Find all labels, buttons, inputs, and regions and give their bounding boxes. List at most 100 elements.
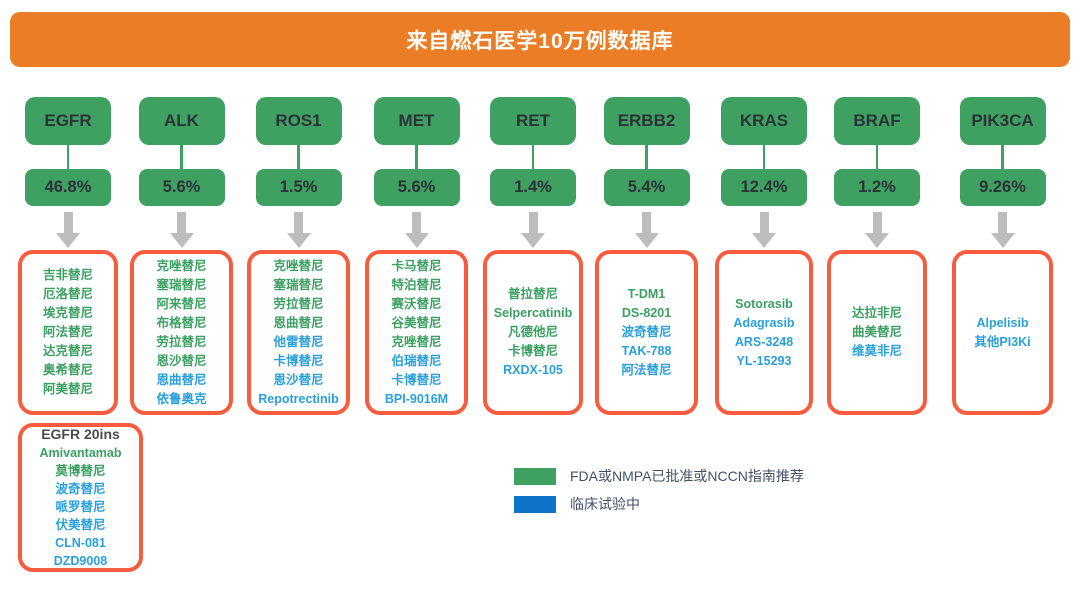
drug-name: 特泊替尼 [391,277,442,292]
legend-label-approved: FDA或NMPA已批准或NCCN指南推荐 [570,468,804,484]
gene-box: EGFR [25,97,111,145]
drug-name: 伯瑞替尼 [391,353,442,368]
drug-name: 劳拉替尼 [273,296,324,311]
egfr-20ins-title: EGFR 20ins [41,426,120,442]
legend: FDA或NMPA已批准或NCCN指南推荐 临床试验中 [514,468,804,524]
drug-name: 恩曲替尼 [156,372,207,387]
drug-name: 谷美替尼 [391,315,442,330]
drug-name: TAK-788 [621,344,672,358]
drug-name: 伏美替尼 [55,518,106,532]
drug-name: 克唑替尼 [273,258,324,273]
drug-name: 曲美替尼 [851,325,902,339]
drug-name: Adagrasib [733,315,795,330]
legend-label-trial: 临床试验中 [570,496,640,512]
frequency-box: 1.5% [255,169,342,206]
gene-box: KRAS [721,97,807,145]
drug-list-box: 克唑替尼塞瑞替尼阿来替尼布格替尼劳拉替尼恩沙替尼恩曲替尼依鲁奥克 [130,250,233,415]
gene-box: BRAF [834,97,920,145]
approved-swatch-icon [514,468,556,485]
drug-name: 奥希替尼 [42,363,93,377]
drug-name: 卡博替尼 [507,344,558,358]
drug-list-box: Alpelisib 其他PI3Ki [952,250,1053,415]
drug-list-box: 达拉非尼曲美替尼维莫非尼 [827,250,927,415]
drug-name: 恩沙替尼 [156,353,207,368]
down-arrow-icon [752,206,776,250]
drug-name: 塞瑞替尼 [156,277,207,292]
drug-name: 波奇替尼 [621,325,672,339]
drug-name: 厄洛替尼 [42,287,93,301]
drug-name: DZD9008 [53,554,108,568]
drug-name: 克唑替尼 [156,258,207,273]
gene-box: ROS1 [255,97,342,145]
frequency-box: 1.2% [834,169,920,206]
drug-name: 恩沙替尼 [273,372,324,387]
drug-name: Amivantamab [39,446,122,460]
drug-name: 达克替尼 [42,344,93,358]
frequency-box: 46.8% [25,169,111,206]
down-arrow-icon [169,206,194,250]
down-arrow-icon [990,206,1015,250]
gene-box: PIK3CA [959,97,1046,145]
drug-name: 卡马替尼 [391,258,442,273]
drug-name: 莫博替尼 [55,464,106,478]
connector-line [66,145,70,169]
down-arrow-icon [404,206,429,250]
drug-name: 阿法替尼 [42,325,93,339]
drug-name: BPI-9016M [384,391,449,406]
drug-name: 劳拉替尼 [156,334,207,349]
header-banner: 来自燃石医学10万例数据库 [10,12,1070,67]
drug-name: ARS-3248 [734,334,794,349]
drug-name: 维莫非尼 [851,344,902,358]
drug-name: 阿美替尼 [42,382,93,396]
drug-name: 埃克替尼 [42,306,93,320]
frequency-box: 5.4% [603,169,690,206]
drug-name: 塞瑞替尼 [273,277,324,292]
drug-name: 阿法替尼 [621,363,672,377]
down-arrow-icon [56,206,80,250]
connector-line [180,145,183,169]
page-title: 来自燃石医学10万例数据库 [406,29,674,53]
connector-line [875,145,879,169]
gene-column-braf: BRAF 1.2% 达拉非尼曲美替尼维莫非尼 [827,97,927,415]
drug-name: 哌罗替尼 [55,500,106,514]
drug-name: Alpelisib [976,315,1029,330]
frequency-box: 5.6% [138,169,225,206]
drug-name: 达拉非尼 [851,306,902,320]
drug-name: Repotrectinib [258,391,339,406]
connector-line [1001,145,1004,169]
drug-name: 他雷替尼 [273,334,324,349]
down-arrow-icon [521,206,545,250]
gene-box: ERBB2 [603,97,690,145]
drug-name: T-DM1 [627,287,666,301]
drug-name: 恩曲替尼 [273,315,324,330]
drug-name: 赛沃替尼 [391,296,442,311]
drug-name: Selpercatinib [493,306,573,320]
drug-name: Sotorasib [735,296,793,311]
drug-name: CLN-081 [55,536,106,550]
connector-line [297,145,300,169]
drug-name: DS-8201 [621,306,672,320]
gene-box: ALK [138,97,225,145]
gene-box: RET [490,97,576,145]
drug-name: 依鲁奥克 [156,391,207,406]
drug-name: 卡博替尼 [391,372,442,387]
frequency-box: 12.4% [721,169,807,206]
drug-name: 其他PI3Ki [974,334,1031,349]
down-arrow-icon [634,206,659,250]
gene-box: MET [373,97,460,145]
